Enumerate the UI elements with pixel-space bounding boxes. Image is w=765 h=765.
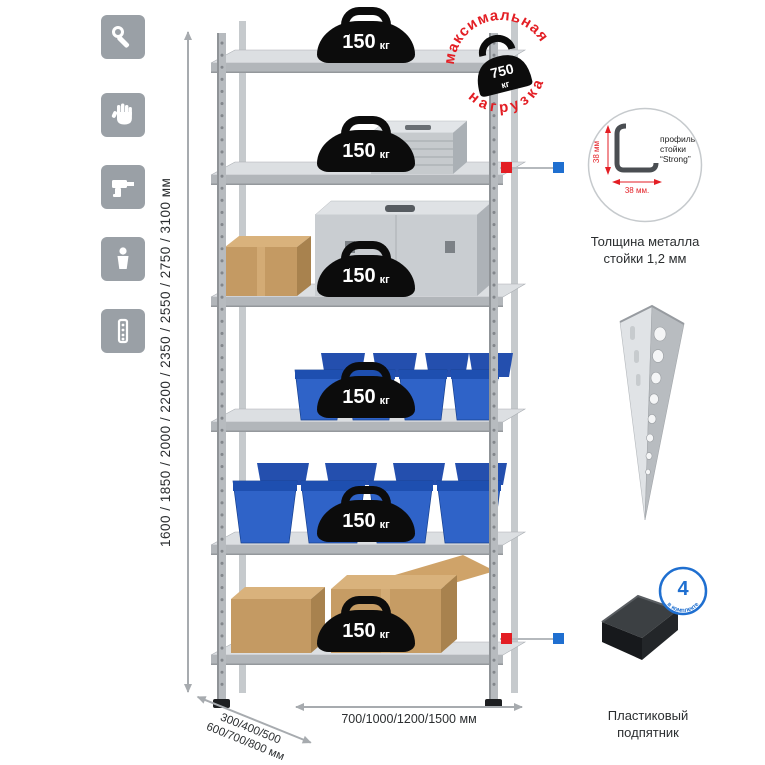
person-icon [101,237,145,281]
wrench-icon [101,15,145,59]
load-value: 150 [342,510,376,532]
front-posts [217,33,498,701]
included-count-badge: в комплекте 4 [658,566,708,616]
profile-caption: Толщина металла стойки 1,2 мм [590,234,700,266]
glove-icon [101,93,145,137]
marker-blue-square-bottom [553,633,564,644]
marker-red-square-bottom [501,633,512,644]
post-profile-diagram: 38 мм 38 мм. профиль стойки “Strong” [587,107,703,223]
cardboard-box-shelf3 [225,236,311,296]
shelf-load-badge-4: 150 кг [317,376,415,418]
profile-label-3: “Strong” [660,154,691,164]
drill-icon [101,165,145,209]
width-dimension-label: 700/1000/1200/1500 мм [341,712,477,726]
load-value: 150 [342,265,376,287]
profile-label-2: стойки [660,144,686,154]
profile-label-1: профиль [660,134,696,144]
angle-post-image [619,304,685,521]
shelf-load-badge-5: 150 кг [317,500,415,542]
stamp-weight-handle [478,34,516,57]
profile-dim-horizontal: 38 мм. [625,186,649,195]
load-unit: кг [379,518,390,531]
load-unit: кг [379,628,390,641]
marker-blue-square-top [553,162,564,173]
load-value: 150 [342,31,376,53]
stamp-weight-body [477,55,533,97]
shelf-load-badge-2: 150 кг [317,130,415,172]
width-dimension-arrow [295,703,523,711]
shelf-load-badge-6: 150 кг [317,610,415,652]
foot-caption: Пластиковый подпятник [607,708,689,740]
load-unit: кг [379,273,390,286]
load-value: 150 [342,386,376,408]
shelf-load-badge-1: 150 кг [317,21,415,63]
marker-red-square-top [501,162,512,173]
profile-angle-shape [614,123,659,173]
callout-line-bottom [500,638,564,640]
load-unit: кг [379,394,390,407]
stamp-unit: кг [500,79,511,91]
load-unit: кг [379,39,390,52]
load-value: 150 [342,620,376,642]
height-dimension-arrow [184,31,192,693]
profile-dim-vertical: 38 мм [592,141,601,163]
load-unit: кг [379,148,390,161]
shelf-load-badge-3: 150 кг [317,255,415,297]
stamp-value: 750 [489,60,516,81]
load-value: 150 [342,140,376,162]
callout-line-top [500,167,564,169]
height-dimension-label: 1600 / 1850 / 2000 / 2200 / 2350 / 2550 … [158,177,173,548]
perforated-post-icon [101,309,145,353]
badge-value: 4 [677,578,689,600]
